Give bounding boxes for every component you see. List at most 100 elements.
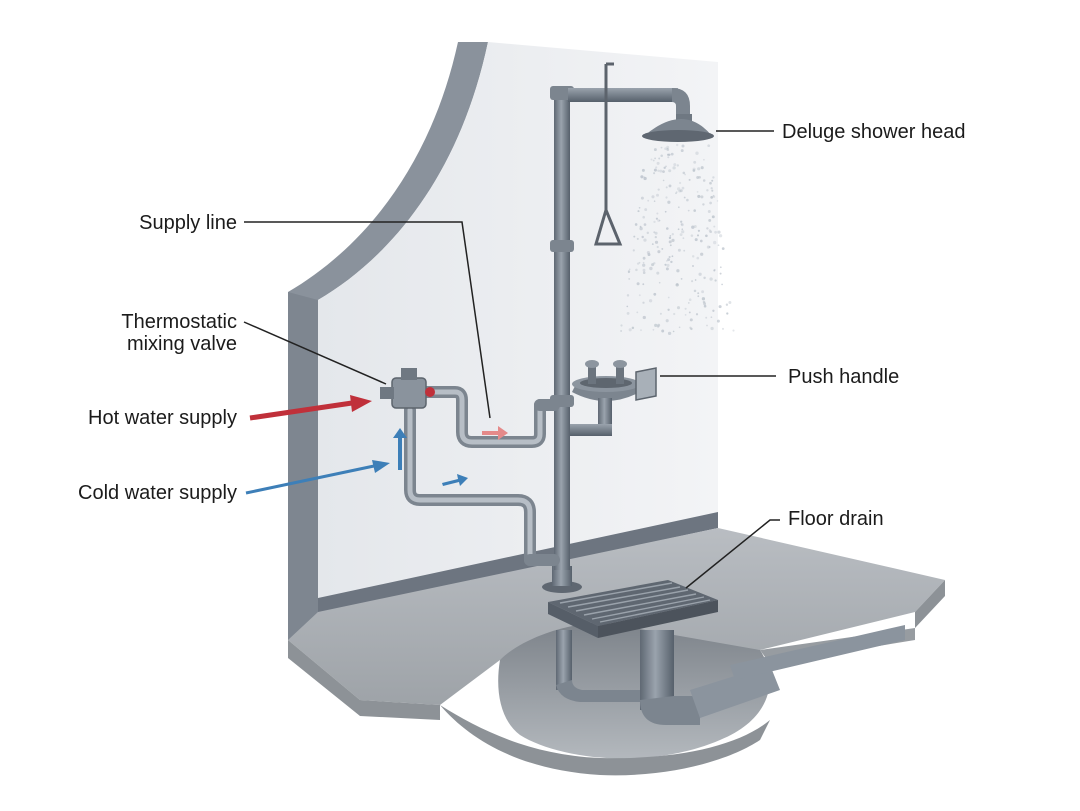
water-droplet [675,191,678,193]
water-droplet [692,265,694,267]
water-droplet [716,200,719,202]
water-droplet [700,166,704,170]
water-droplet [636,237,639,240]
water-droplet [652,328,655,331]
water-droplet [657,323,661,327]
flow-arrows [393,426,508,486]
water-droplet [647,253,651,257]
water-droplet [719,266,722,269]
water-droplet [657,219,660,222]
wall [288,42,718,640]
water-droplet [627,270,631,273]
water-droplet [698,272,702,276]
water-droplet [651,263,655,267]
water-droplet [684,314,687,316]
water-droplet [697,292,700,295]
water-droplet [684,307,687,310]
water-droplet [710,187,713,190]
water-droplet [668,240,672,244]
water-droplet [668,184,672,188]
water-droplet [651,195,655,199]
water-droplet [642,301,645,304]
water-droplet [658,281,661,284]
water-droplet [708,229,711,232]
water-droplet [690,234,694,237]
water-droplet [667,200,671,204]
water-droplet [661,329,665,333]
cold-water-arrow [245,460,390,495]
water-droplet [721,283,723,286]
label-floor-drain: Floor drain [788,508,884,530]
water-droplet [680,223,683,226]
water-droplet [646,231,650,235]
water-droplet [665,319,669,323]
water-droplet [676,164,679,167]
water-droplet [642,261,645,264]
water-droplet [628,277,631,280]
water-droplet [714,230,717,234]
water-droplet [640,175,644,179]
water-droplet [713,225,716,228]
water-droplet [651,243,654,245]
water-droplet [643,223,647,226]
water-droplet [721,247,725,250]
water-droplet [657,250,661,254]
water-droplet [666,227,669,230]
water-droplet [667,156,670,159]
water-droplet [653,292,657,296]
water-droplet [716,319,720,323]
water-droplet [673,312,676,316]
water-droplet [705,234,708,238]
water-droplet [707,144,711,148]
water-droplet [679,189,683,193]
water-droplet [635,268,638,272]
water-droplet [638,206,641,209]
water-droplet [671,255,674,258]
water-droplet [711,179,714,182]
water-droplet [688,178,691,181]
water-droplet [634,223,638,226]
water-droplet [671,233,674,236]
water-droplet [654,240,659,244]
water-droplet [694,238,698,242]
water-droplet [679,181,682,185]
water-droplet [710,326,714,331]
water-droplet [642,256,646,260]
water-droplet [713,240,717,245]
water-droplet [673,163,677,167]
water-droplet [710,316,713,319]
water-droplet [681,230,685,234]
water-droplet [682,237,685,240]
shower-riser [542,62,690,593]
water-droplet [659,169,663,173]
water-droplet [654,235,657,239]
water-droplet [649,266,653,271]
water-droplet [642,268,646,272]
water-droplet [666,145,670,149]
water-droplet [709,277,713,281]
water-droplet [654,323,658,327]
water-droplet [664,263,667,266]
water-droplet [642,271,646,275]
water-droplet [643,176,646,178]
water-droplet [656,271,660,275]
water-droplet [721,327,725,330]
water-droplet [668,169,672,173]
water-droplet [712,309,715,312]
water-droplet [728,301,732,304]
hot-water-arrow [249,395,372,421]
water-droplet [677,248,681,252]
water-droplet [626,305,629,308]
water-droplet [681,228,684,231]
water-droplet [639,226,643,231]
water-droplet [697,167,701,171]
water-droplet [709,230,713,234]
water-droplet [626,294,630,297]
water-droplet [669,234,672,237]
water-droplet [620,324,623,327]
water-droplet [691,225,695,229]
water-droplet [676,269,680,273]
label-push-handle: Push handle [788,366,900,388]
water-droplet [636,311,639,314]
water-droplet [667,331,672,336]
